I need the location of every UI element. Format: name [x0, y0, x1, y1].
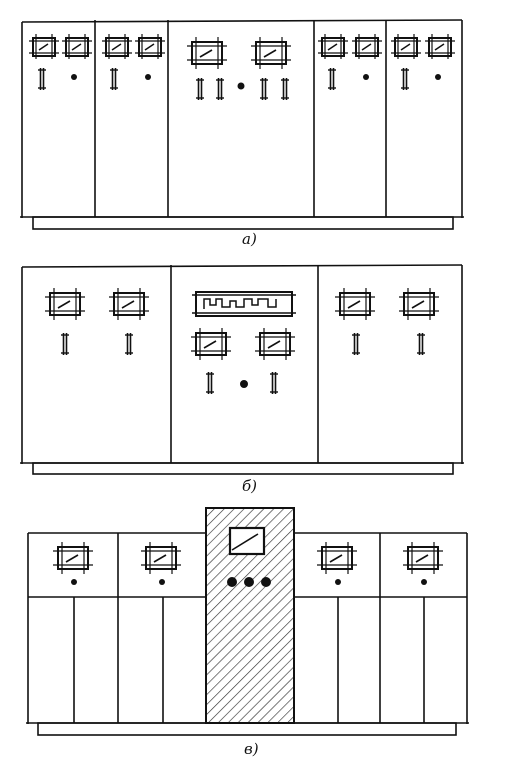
- switch-icon: [259, 77, 269, 101]
- indicator-lamp: [237, 82, 245, 90]
- figure-b: [20, 264, 464, 475]
- meter-icon: [424, 33, 456, 60]
- meter-icon: [402, 541, 444, 575]
- indicator-lamp: [335, 579, 341, 585]
- indicator-lamp: [421, 579, 427, 585]
- switch-icon: [109, 67, 119, 91]
- meter-icon: [254, 327, 296, 361]
- meter-icon: [140, 541, 182, 575]
- indicator-lamp: [435, 74, 441, 80]
- figure-c: [26, 507, 469, 736]
- meter-icon: [44, 287, 86, 321]
- meter-icon: [351, 33, 383, 60]
- caption-b: б): [242, 477, 258, 495]
- switch-icon: [269, 371, 279, 395]
- meter-icon: [390, 33, 422, 60]
- meter-icon: [250, 36, 292, 70]
- indicator-lamp: [261, 577, 271, 587]
- switch-icon: [205, 371, 215, 395]
- cabinet-outline: [26, 532, 469, 736]
- switch-icon: [60, 332, 70, 356]
- indicator-lamp: [145, 74, 151, 80]
- meter-icon: [61, 33, 93, 60]
- switch-icon: [215, 77, 225, 101]
- mimic-diagram: [192, 291, 296, 317]
- meter-icon: [316, 541, 358, 575]
- meter-icon: [108, 287, 150, 321]
- meter-icon: [101, 33, 133, 60]
- meter-icon: [398, 287, 440, 321]
- meter-icon: [186, 36, 228, 70]
- switch-icon: [400, 67, 410, 91]
- indicator-lamp: [71, 579, 77, 585]
- switch-icon: [124, 332, 134, 356]
- switch-icon: [351, 332, 361, 356]
- cabinet-outline: [20, 264, 464, 475]
- indicator-lamp: [227, 577, 237, 587]
- switch-icon: [416, 332, 426, 356]
- indicator-lamp: [71, 74, 77, 80]
- switch-icon: [37, 67, 47, 91]
- indicator-lamp: [159, 579, 165, 585]
- meter-icon: [52, 541, 94, 575]
- switch-icon: [327, 67, 337, 91]
- indicator-lamp: [244, 577, 254, 587]
- caption-c: в): [244, 740, 259, 758]
- indicator-lamp: [363, 74, 369, 80]
- cabinet-outline: [20, 19, 464, 230]
- caption-a: а): [242, 230, 257, 248]
- indicator-lamp: [240, 380, 248, 388]
- figure-a: [20, 19, 464, 230]
- meter-icon: [317, 33, 349, 60]
- meter-icon: [334, 287, 376, 321]
- meter-icon: [28, 33, 60, 60]
- hatched-panel-meter: [228, 526, 266, 556]
- meter-icon: [190, 327, 232, 361]
- meter-icon: [134, 33, 166, 60]
- switch-icon: [195, 77, 205, 101]
- switch-icon: [280, 77, 290, 101]
